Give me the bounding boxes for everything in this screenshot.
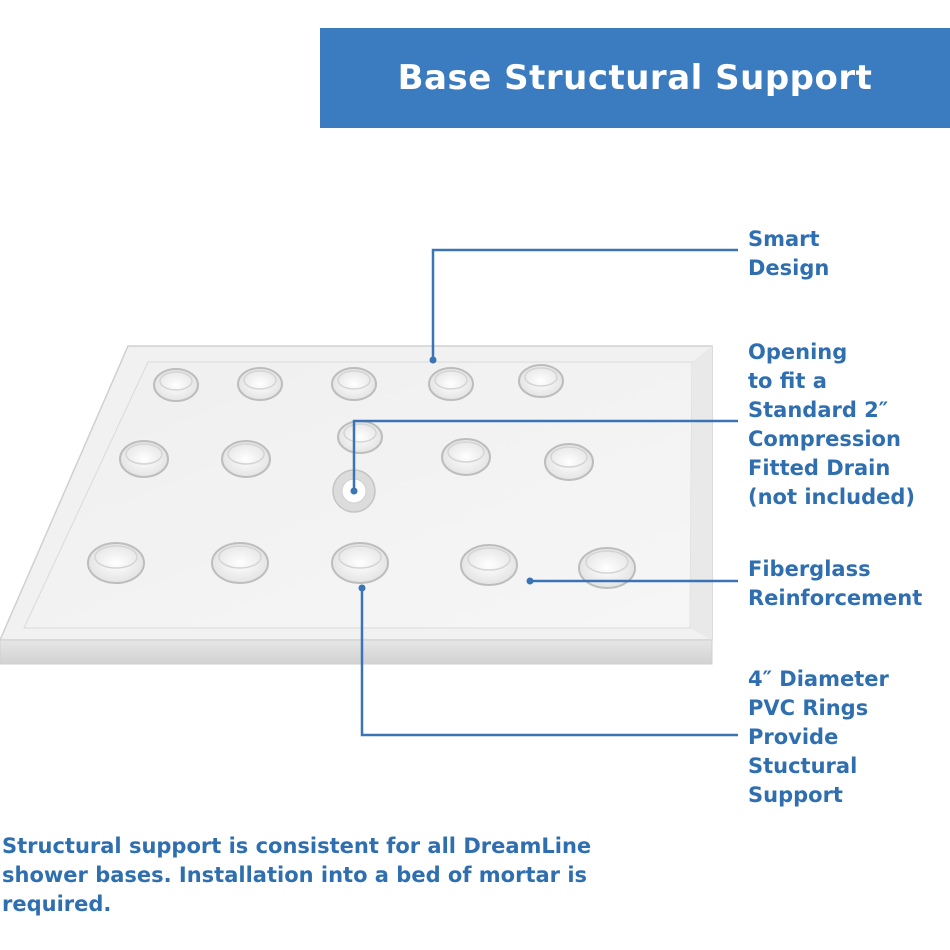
pvc-ring [544, 443, 594, 481]
pvc-ring [153, 368, 199, 402]
leader-dot [526, 577, 534, 585]
leader-dot [358, 584, 366, 592]
base-front-face [0, 639, 713, 665]
pvc-ring [518, 364, 564, 398]
pvc-ring [221, 440, 271, 478]
pvc-ring [460, 544, 518, 586]
callout-pvc-rings: 4″ Diameter PVC Rings Provide Stuctural … [748, 667, 889, 807]
callout-smart-design: Smart Design [748, 227, 830, 280]
leader-dot [429, 356, 437, 364]
footer-note: Structural support is consistent for all… [2, 834, 592, 916]
pvc-ring [87, 542, 145, 584]
pvc-ring [428, 367, 474, 401]
pvc-ring [441, 438, 491, 476]
base-inner-wall [690, 346, 712, 640]
callout-fiberglass: Fiberglass Reinforcement [748, 557, 923, 610]
leader-dots [350, 356, 534, 592]
pvc-rings [87, 364, 636, 589]
title-banner: Base Structural Support [320, 28, 950, 128]
leader-line-smart-design [431, 248, 738, 360]
pvc-ring [211, 542, 269, 584]
leader-dot [350, 487, 358, 495]
pvc-ring [237, 367, 283, 401]
leader-line-drain [352, 419, 738, 491]
pvc-ring [337, 420, 383, 454]
leader-lines [352, 248, 738, 737]
pvc-ring [331, 367, 377, 401]
page-title: Base Structural Support [397, 58, 873, 98]
leader-line-pvc-rings [360, 588, 738, 737]
pvc-ring [119, 440, 169, 478]
pvc-ring [331, 542, 389, 584]
pvc-ring [578, 547, 636, 589]
callout-drain-opening: Opening to fit a Standard 2″ Compression… [748, 340, 915, 509]
